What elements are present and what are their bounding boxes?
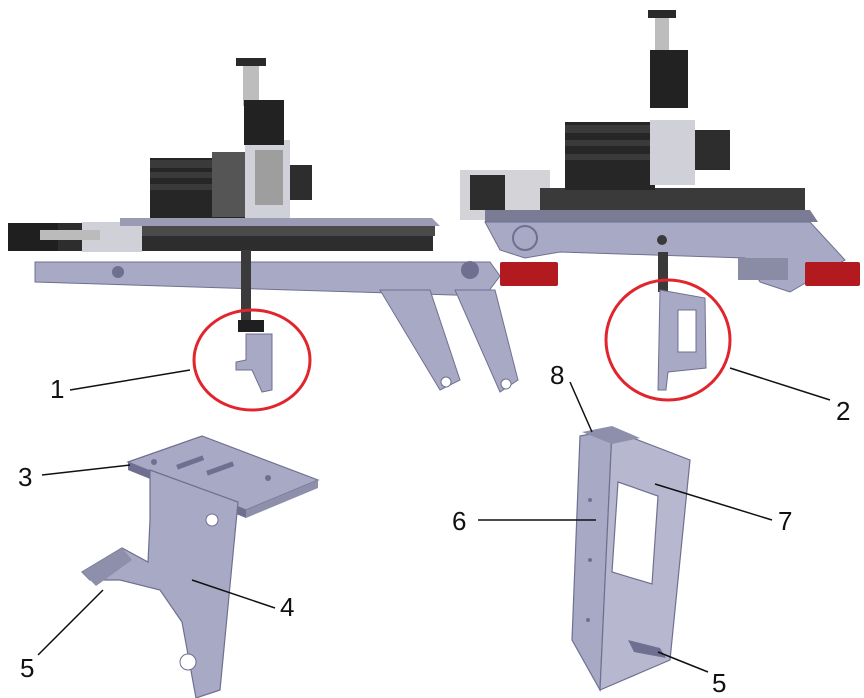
left-machine — [8, 58, 519, 393]
callout-5-right: 5 — [712, 668, 726, 698]
callout-4: 4 — [280, 592, 294, 622]
detail-bracket-a — [81, 435, 320, 698]
callout-1: 1 — [50, 374, 64, 404]
callout-7: 7 — [778, 506, 792, 536]
callout-8: 8 — [550, 360, 564, 390]
callout-6: 6 — [452, 506, 466, 536]
callout-2: 2 — [836, 396, 850, 426]
leader-lines — [37, 367, 831, 673]
callout-3: 3 — [18, 462, 32, 492]
highlight-circle-left — [192, 308, 312, 412]
detail-bracket-b — [571, 426, 691, 693]
callouts: 1 2 3 4 5 5 6 7 8 — [18, 360, 850, 698]
right-machine — [460, 10, 860, 391]
highlight-circle-right — [604, 278, 732, 402]
callout-5-left: 5 — [20, 653, 34, 683]
